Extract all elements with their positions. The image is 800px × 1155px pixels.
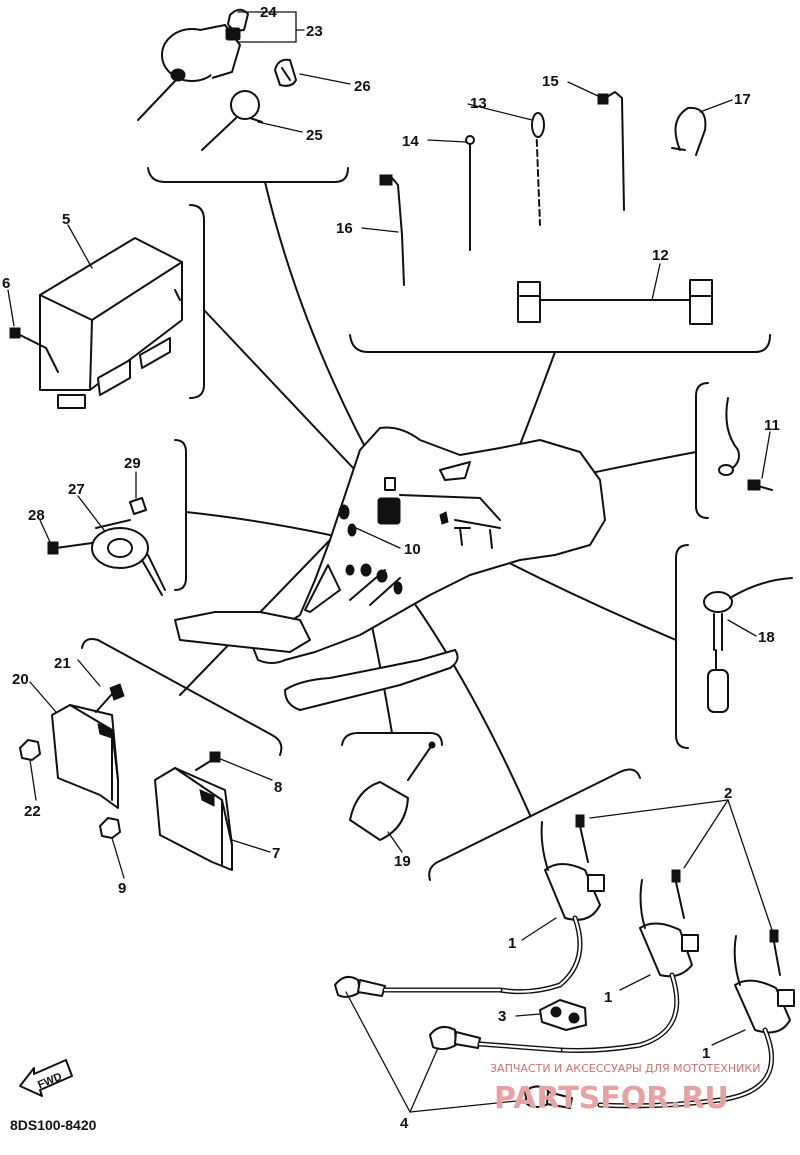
watermark: ЗАПЧАСТИ И АКСЕССУАРЫ ДЛЯ МОТОТЕХНИКИ PA… [490,1062,760,1116]
callout-11: 11 [764,417,780,434]
callout-12: 12 [652,247,669,264]
callout-leaders [7,11,773,1113]
callout-18: 18 [758,629,775,646]
nut-22 [19,739,41,761]
callout-1c: 1 [702,1045,710,1062]
callout-15: 15 [542,73,559,90]
callout-19: 19 [394,853,411,870]
callout-4: 4 [400,1115,409,1132]
callout-5: 5 [62,211,70,228]
callout-1a: 1 [508,935,516,952]
callout-20: 20 [12,671,29,688]
callout-16: 16 [336,220,353,237]
watermark-tagline: ЗАПЧАСТИ И АКСЕССУАРЫ ДЛЯ МОТОТЕХНИКИ [490,1062,760,1075]
ecu-unit [39,237,183,409]
bolt-6 [9,327,59,373]
callout-3: 3 [498,1008,506,1025]
group-brackets [81,167,771,881]
callout-13: 13 [470,95,487,112]
callout-28: 28 [28,507,45,524]
main-switch [137,8,249,121]
clip-26 [274,58,297,87]
clamp-17 [671,106,707,156]
ignition-coil-1b [557,879,699,1053]
watermark-brand: PARTSFOR.RU [494,1081,729,1116]
sender-18 [703,577,793,713]
diagram-code: 8DS100-8420 [10,1117,97,1133]
callout-2: 2 [724,785,732,802]
relay-7 [154,767,233,871]
wire-15 [597,91,625,211]
condenser-19 [349,741,436,841]
callout-10: 10 [404,541,421,558]
ignition-coil-1a [497,821,605,995]
ignition-coil-1c [597,935,795,1109]
callout-8: 8 [274,779,282,796]
bar-12 [517,279,713,325]
relay-20 [51,704,119,809]
callout-23: 23 [306,23,323,40]
plug-caps-4 [334,975,573,1109]
sensor-11 [718,397,773,491]
bolts-2 [575,814,781,976]
callout-29: 29 [124,455,141,472]
wire-13 [531,112,545,226]
callout-26: 26 [354,78,371,95]
wire-16 [379,174,405,286]
callout-24: 24 [260,4,277,21]
callout-22: 22 [24,803,41,820]
nut-9 [99,817,121,839]
callout-21: 21 [54,655,71,672]
bolt-8 [195,751,221,771]
part-3 [539,999,587,1031]
frame-assembly [174,426,606,711]
callout-17: 17 [734,91,751,108]
sensor-27 [47,497,166,596]
callout-9: 9 [118,880,126,897]
fwd-arrow-icon: FWD [19,1059,73,1097]
callout-27: 27 [68,481,85,498]
callout-25: 25 [306,127,323,144]
sensor-25 [201,90,263,151]
callout-14: 14 [402,133,419,150]
callout-1b: 1 [604,989,612,1006]
callout-6: 6 [2,275,10,292]
callout-7: 7 [272,845,280,862]
callout-labels: 1 1 1 2 3 4 5 6 7 8 9 10 11 12 13 14 15 … [2,4,780,1132]
bolt-21 [95,683,125,713]
wire-14 [465,135,475,251]
